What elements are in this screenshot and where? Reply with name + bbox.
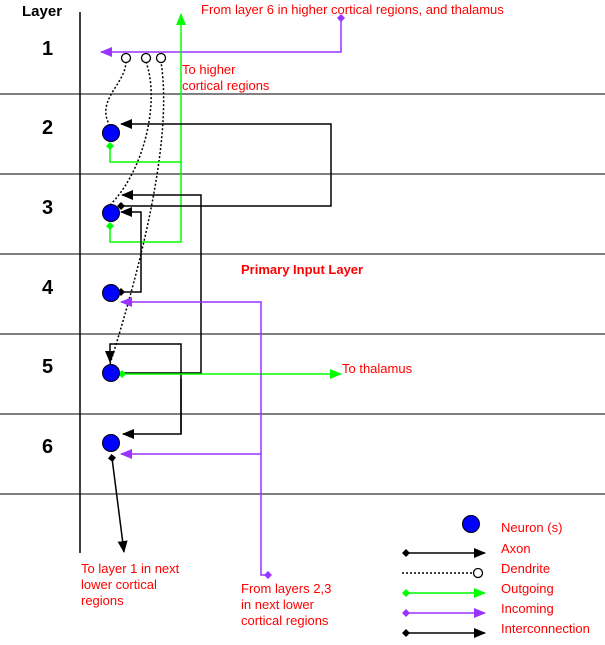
legend-outgoing-label: Outgoing	[501, 581, 554, 596]
annotation-from-layers23-line3: cortical regions	[241, 613, 329, 628]
annotation-to-thalamus: To thalamus	[342, 361, 413, 376]
legend-interconnection-label: Interconnection	[501, 621, 590, 636]
neuron-layer3-icon	[102, 204, 120, 222]
layer-number-4: 4	[42, 277, 54, 299]
outgoing-layer3-to-higher-regions-arrow	[106, 13, 186, 243]
interconnection-layer6-to-layer5-arrow	[105, 343, 182, 434]
legend-neuron-icon	[462, 515, 480, 533]
annotation-from-layers23-line1: From layers 2,3	[241, 581, 331, 596]
layer-number-6: 6	[42, 436, 53, 458]
interconnection-layer5-to-layer3-arrow	[121, 190, 202, 374]
neuron-layer2-icon	[102, 124, 120, 142]
axon-layer6-to-lower-region-arrow	[108, 454, 128, 553]
annotation-from-layers23-line2: in next lower	[241, 597, 315, 612]
legend-dendrite-terminal-icon	[472, 567, 484, 579]
annotation-from-layer6: From layer 6 in higher cortical regions,…	[201, 2, 504, 17]
legend-dendrite-label: Dendrite	[501, 561, 550, 576]
annotation-to-higher-line1: To higher	[182, 62, 236, 77]
legend-neuron-label: Neuron (s)	[501, 520, 562, 535]
interconnection-to-layer6-arrow	[122, 379, 182, 439]
incoming-branch-to-layer4-arrow	[120, 297, 262, 454]
layer-number-3: 3	[42, 197, 53, 219]
annotation-to-higher-line2: cortical regions	[182, 78, 270, 93]
annotation-to-layer1-line3: regions	[81, 593, 124, 608]
neuron-layer4-icon	[102, 284, 120, 302]
dendrite-terminal-icon	[120, 52, 132, 64]
dendrite-terminal-icon	[155, 52, 167, 64]
annotation-to-layer1-line1: To layer 1 in next	[81, 561, 180, 576]
annotation-to-layer1-line2: lower cortical	[81, 577, 157, 592]
legend-axon-label: Axon	[501, 541, 531, 556]
neuron-layer6-icon	[102, 434, 120, 452]
dendrite-terminal-icon	[140, 52, 152, 64]
layer-number-5: 5	[42, 356, 53, 378]
incoming-from-lower-regions-arrow	[120, 449, 272, 579]
incoming-from-higher-regions-arrow	[100, 14, 345, 57]
neuron-layer5-icon	[102, 364, 120, 382]
layer-number-1: 1	[42, 38, 53, 60]
interconnection-layer4-to-layer3-arrow	[117, 207, 142, 296]
layer-column-title: Layer	[22, 3, 62, 20]
annotation-primary-input-layer: Primary Input Layer	[241, 262, 363, 277]
interconnection-layer3-to-layer2-arrow	[117, 119, 332, 210]
outgoing-layer2-branch	[106, 142, 181, 163]
legend: Neuron (s) Axon Dendrite Outgoing Incomi…	[402, 515, 590, 638]
layer-number-2: 2	[42, 117, 53, 139]
legend-incoming-label: Incoming	[501, 601, 554, 616]
